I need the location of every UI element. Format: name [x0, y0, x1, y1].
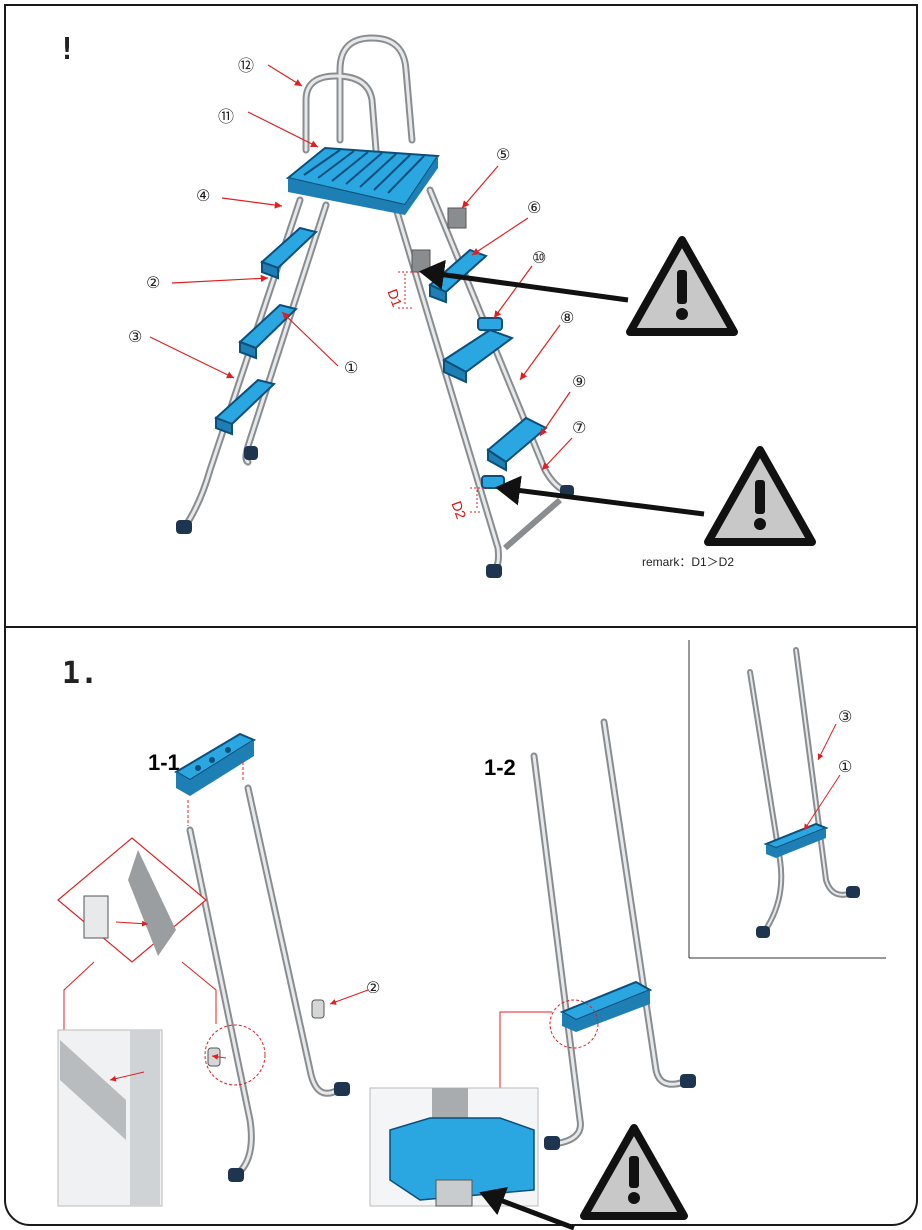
callout-11: ⑪	[218, 107, 235, 126]
callout-2: ②	[146, 273, 161, 292]
callout-4: ④	[196, 186, 211, 205]
substep-1-2-label: 1-2	[484, 755, 516, 780]
callout-6: ⑥	[527, 198, 542, 217]
inset-callout-3: ③	[838, 707, 853, 726]
callout-12: ⑫	[238, 56, 255, 75]
callout-9: ⑨	[572, 372, 587, 391]
top-platform	[285, 146, 440, 215]
callout-8: ⑧	[560, 308, 575, 327]
callout-3: ③	[128, 327, 143, 346]
warning-heading: !	[58, 32, 77, 67]
overview-panel	[4, 4, 918, 628]
inset-step	[763, 822, 829, 858]
inset-callout-1: ①	[838, 757, 853, 776]
step-heading: 1.	[62, 656, 99, 691]
callout-1: ①	[344, 358, 359, 377]
step-assembled	[559, 980, 653, 1032]
step-part	[174, 732, 257, 796]
warning-triangle-icon	[704, 446, 816, 546]
warning-triangle-icon	[626, 236, 738, 336]
callout-10: ⑩	[532, 248, 547, 267]
callout-7: ⑦	[572, 418, 587, 437]
substep-1-1-label: 1-1	[148, 750, 180, 775]
step-1-panel	[4, 626, 918, 1226]
zoom-detail-1	[57, 837, 217, 1207]
zoom-detail-2	[369, 1087, 575, 1230]
callout-5: ⑤	[496, 145, 511, 164]
inset-frame	[688, 640, 886, 959]
leader-arrows	[149, 64, 573, 471]
remark-text: remark：D1＞D2	[642, 555, 735, 569]
callout-2-bottom: ②	[366, 978, 381, 997]
warning-triangle-icon	[580, 1124, 688, 1220]
